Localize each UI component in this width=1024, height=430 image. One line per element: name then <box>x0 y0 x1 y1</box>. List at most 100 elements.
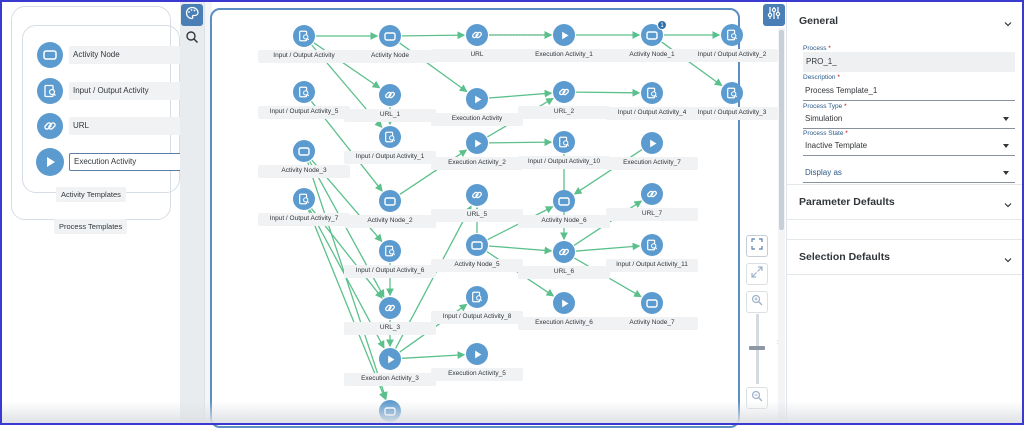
edge-url2-io4[interactable] <box>575 88 641 97</box>
play-icon <box>641 132 663 154</box>
description-label: Description * <box>803 74 840 81</box>
parameter-defaults-header[interactable]: Parameter Defaults <box>787 184 1023 220</box>
activity-node-icon <box>641 292 663 314</box>
node-label: URL_5 <box>431 209 523 222</box>
caret-down-icon <box>1003 171 1009 175</box>
node-label: Input / Output Activity_4 <box>606 107 698 120</box>
process-type-select[interactable]: Simulation <box>803 109 1015 129</box>
input-output-icon <box>379 126 401 148</box>
input-output-icon <box>37 78 63 104</box>
process-templates-group: Activity Node Input / Output Activity UR… <box>11 6 183 220</box>
edge-ea7-an6[interactable] <box>573 149 643 195</box>
input-output-icon <box>553 131 575 153</box>
general-section-header[interactable]: General <box>787 4 1023 40</box>
node-label: Activity Node_6 <box>518 215 610 228</box>
chevron-down-icon <box>1003 197 1013 208</box>
palette-button[interactable] <box>181 4 203 26</box>
selection-defaults-header[interactable]: Selection Defaults <box>787 239 1023 275</box>
panel-scrollbar-thumb[interactable] <box>779 30 784 230</box>
edge-ea2-io10[interactable] <box>488 138 553 147</box>
activity-node-icon <box>553 190 575 212</box>
node-label: Execution Activity_3 <box>344 373 436 386</box>
input-output-icon <box>379 240 401 262</box>
input-output-icon <box>293 25 315 47</box>
input-output-icon <box>721 24 743 46</box>
input-output-icon <box>641 234 663 256</box>
node-label: URL_7 <box>606 208 698 221</box>
zoom-in-icon <box>751 293 763 311</box>
play-icon <box>466 132 488 154</box>
node-label: Input / Output Activity_10 <box>518 156 610 169</box>
edge-ea3-ea5[interactable] <box>401 351 466 360</box>
parameter-defaults-title: Parameter Defaults <box>799 196 895 208</box>
edge-url6-io11[interactable] <box>575 242 641 252</box>
search-icon <box>185 30 199 49</box>
search-button[interactable] <box>181 28 203 50</box>
input-output-icon <box>293 81 315 103</box>
template-activity-node[interactable]: Activity Node <box>37 42 185 70</box>
settings-sliders-icon <box>767 6 781 25</box>
node-label: Execution Activity_2 <box>431 157 523 170</box>
play-icon <box>553 292 575 314</box>
template-label: URL <box>69 117 183 135</box>
template-url[interactable]: URL <box>37 113 185 141</box>
node-label: Input / Output Activity_1 <box>344 151 436 164</box>
node-label: Execution Activity_6 <box>518 317 610 330</box>
link-icon <box>553 81 575 103</box>
template-input-output-activity[interactable]: Input / Output Activity <box>37 78 185 106</box>
template-execution-activity[interactable]: Execution Activity <box>36 148 185 177</box>
zoom-slider-thumb[interactable] <box>749 346 765 350</box>
edge-an-url[interactable] <box>401 31 466 40</box>
display-as-select[interactable]: Display as <box>803 163 1015 183</box>
link-icon <box>37 113 63 139</box>
zoom-in-button[interactable] <box>746 291 768 313</box>
properties-panel: General Process * PRO_1_ Description * P… <box>786 2 1023 423</box>
input-output-icon <box>293 188 315 210</box>
activity-templates-caption: Activity Templates <box>56 187 126 202</box>
template-label: Activity Node <box>69 46 183 64</box>
fit-to-screen-button[interactable] <box>746 235 768 257</box>
node-label: URL_6 <box>518 266 610 279</box>
edge-io7-anb[interactable] <box>307 209 387 401</box>
fit-to-screen-icon <box>751 237 763 255</box>
activity-node-icon <box>466 234 488 256</box>
process-state-label: Process State * <box>803 130 848 137</box>
selection-defaults-title: Selection Defaults <box>799 251 891 263</box>
activity-node-icon <box>37 42 63 68</box>
edge-an5-url6[interactable] <box>488 245 553 255</box>
link-icon <box>641 183 663 205</box>
process-label: Process * <box>803 45 831 52</box>
play-icon <box>466 343 488 365</box>
settings-button[interactable] <box>763 4 785 26</box>
node-label: Input / Output Activity_6 <box>344 265 436 278</box>
zoom-controls <box>742 2 774 423</box>
node-label: Execution Activity_7 <box>606 157 698 170</box>
activity-node-icon <box>293 140 315 162</box>
process-state-select[interactable]: Inactive Template <box>803 136 1015 156</box>
template-label: Execution Activity <box>69 153 183 171</box>
chevron-down-icon <box>1003 16 1013 27</box>
edge-an3-anb[interactable] <box>307 162 388 400</box>
bottom-scroll-shadow <box>2 401 1022 423</box>
node-label: Input / Output Activity_8 <box>431 311 523 324</box>
node-label: Activity Node_5 <box>431 259 523 272</box>
input-output-icon <box>466 286 488 308</box>
zoom-out-icon <box>751 389 763 407</box>
node-label: URL_1 <box>344 109 436 122</box>
link-icon <box>379 297 401 319</box>
node-label: Activity Node_1 <box>606 49 698 62</box>
canvas-toolbar <box>180 2 204 423</box>
expand-button[interactable] <box>746 263 768 285</box>
process-state-value: Inactive Template <box>805 141 868 150</box>
input-output-icon <box>641 82 663 104</box>
node-label: Execution Activity_1 <box>518 49 610 62</box>
display-as-value: Display as <box>805 168 842 177</box>
process-type-label: Process Type * <box>803 103 847 110</box>
play-icon <box>466 88 488 110</box>
description-input[interactable]: Process Template_1 <box>803 81 1015 101</box>
node-label: URL_2 <box>518 106 610 119</box>
edge-ea-url2[interactable] <box>488 89 553 99</box>
node-label: Input / Output Activity <box>258 50 350 63</box>
node-count-badge: 1 <box>657 20 667 30</box>
